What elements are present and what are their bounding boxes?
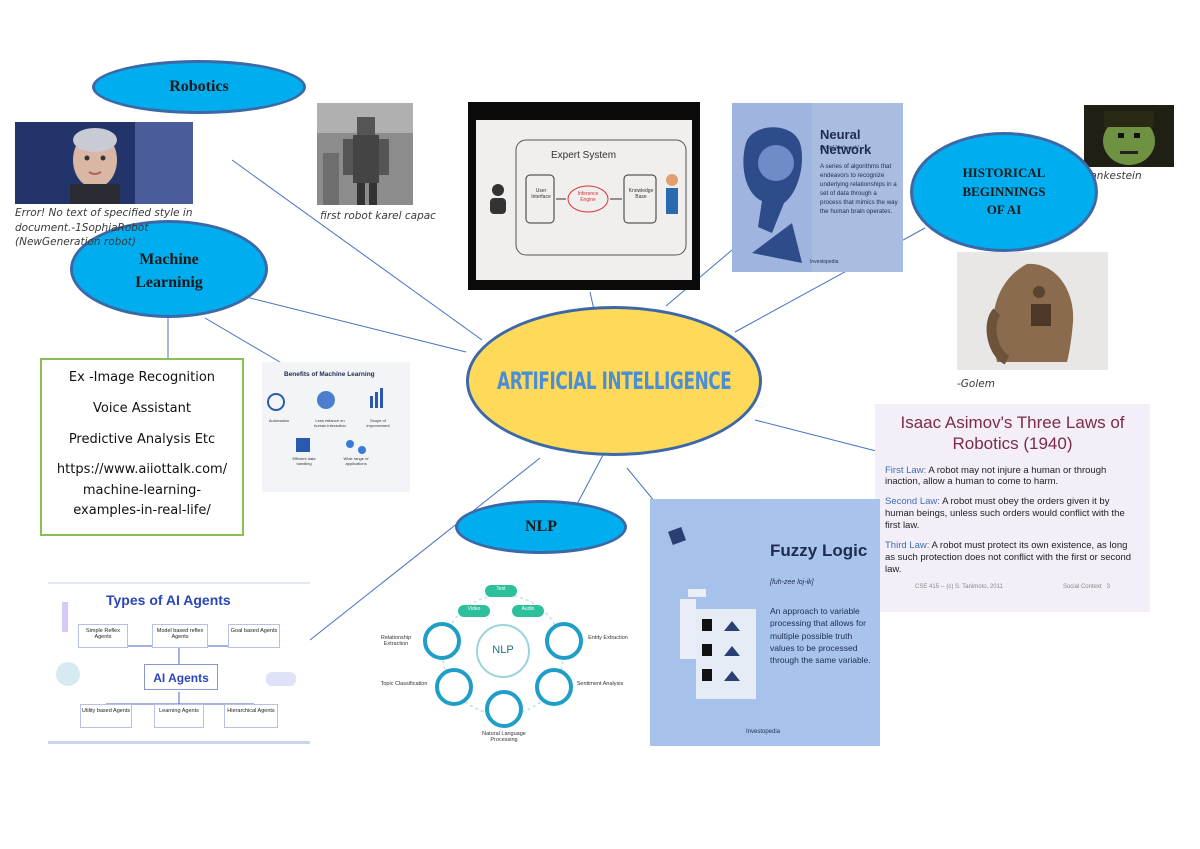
sophia-robot-photo <box>15 122 193 204</box>
ai-agent-type: Learning Agents <box>154 704 204 728</box>
fuzzy-logic-title: Fuzzy Logic <box>770 541 868 560</box>
ai-agent-type: Hierarchical Agents <box>224 704 278 728</box>
ml-example-item: Voice Assistant <box>93 400 191 416</box>
expert-system-image: Expert System User Interface Inference E… <box>468 102 700 290</box>
artificial-intelligence-label: ARTIFICIAL INTELLIGENCE <box>496 367 732 395</box>
fuzzy-logic-pos: [fuh-zee loj-ik] <box>770 579 814 586</box>
historical-beginnings-node: HISTORICAL BEGINNINGS OF AI <box>910 132 1098 252</box>
first-robot-photo <box>317 103 413 205</box>
ml-benefit-item: Automation <box>268 418 290 423</box>
ml-example-item: Ex -Image Recognition <box>68 370 216 385</box>
ml-benefit-item: Scope of improvement <box>366 418 390 428</box>
nlp-item: Relationship Extraction <box>380 635 412 647</box>
connector-asimov <box>754 419 881 453</box>
ai-agent-type: Simple Reflex Agents <box>78 624 128 648</box>
expert-system-title: Expert System <box>551 150 616 161</box>
neural-network-brand: Investopedia <box>810 259 839 265</box>
ai-agents-image: Types of AI Agents Simple Reflex Agents … <box>48 582 310 744</box>
ai-agent-type: Model based reflex Agents <box>152 624 208 648</box>
sophia-caption: Error! No text of specified style in doc… <box>15 207 193 249</box>
machine-learning-node: Machine Learninig <box>70 220 268 318</box>
nlp-top-item: Audio <box>521 606 535 612</box>
fuzzy-logic-definition: An approach to variable processing that … <box>770 606 871 666</box>
nlp-top-item: Text <box>496 586 506 592</box>
ai-agents-center: AI Agents <box>144 664 218 690</box>
neural-network-title: Neural Network <box>820 127 872 157</box>
ml-benefit-item: Efficient data handling <box>292 456 316 466</box>
nlp-item: Natural Language Processing <box>482 731 526 743</box>
connector-nlp <box>574 454 604 509</box>
ml-benefits-image: Benefits of Machine Learning Automation … <box>262 362 410 492</box>
ai-agents-title: Types of AI Agents <box>106 592 231 608</box>
nlp-top-item: Video <box>467 606 481 612</box>
asimov-law-third: Third Law: A robot must protect its own … <box>885 539 1132 575</box>
asimov-law-first: First Law: A robot may not injure a huma… <box>885 464 1107 488</box>
asimov-title: Isaac Asimov's Three Laws of Robotics (1… <box>900 413 1125 454</box>
first-robot-caption: first robot karel capac <box>320 210 436 222</box>
inference-engine-label: Inference Engine <box>577 191 599 203</box>
historical-beginnings-label: HISTORICAL BEGINNINGS OF AI <box>962 164 1046 218</box>
nlp-item: Topic Classification <box>380 681 428 687</box>
connector-ml <box>241 295 467 353</box>
asimov-law-second: Second Law: A robot must obey the orders… <box>885 496 1125 531</box>
ml-example-item: Predictive Analysis Etc <box>68 431 216 447</box>
robotics-node: Robotics <box>92 60 306 114</box>
ml-benefits-title: Benefits of Machine Learning <box>284 371 375 378</box>
ml-examples-link[interactable]: https://www.aiiottalk.com/ machine-learn… <box>56 462 228 518</box>
user-interface-label: User Interface <box>531 188 551 200</box>
nlp-center-label: NLP <box>492 644 514 656</box>
nlp-item: Sentiment Analysis <box>576 681 624 687</box>
neural-network-pos: [noun] [nehr-awk] <box>820 145 859 151</box>
ai-agent-type: Utility based Agents <box>80 704 132 728</box>
nlp-label: NLP <box>525 518 557 535</box>
nlp-node: NLP <box>455 500 627 554</box>
asimov-laws-slide: Isaac Asimov's Three Laws of Robotics (1… <box>875 404 1150 612</box>
frankestein-photo <box>1084 105 1174 167</box>
neural-network-image: Neural Network [noun] [nehr-awk] A serie… <box>732 103 903 272</box>
nlp-item: Entity Extraction <box>588 635 628 641</box>
ml-benefit-item: Wide range of applications <box>343 456 369 466</box>
knowledge-base-label: Knowledge Base <box>628 188 654 200</box>
nlp-diagram-image: Text Video Audio NLP Relationship Extrac… <box>370 585 632 755</box>
ai-agent-type: Goal based Agents <box>228 624 280 648</box>
artificial-intelligence-node: ARTIFICIAL INTELLIGENCE <box>466 306 762 456</box>
fuzzy-logic-brand: Investopedia <box>746 729 781 735</box>
neural-network-definition: A series of algorithms that endeavors to… <box>820 163 898 215</box>
robotics-label: Robotics <box>169 78 229 95</box>
asimov-footer: CSE 415 -- (c) S. Tanimoto, 2011 Social … <box>915 583 1110 590</box>
machine-learning-label: Machine Learninig <box>135 250 203 291</box>
ml-examples-box: Ex -Image Recognition Voice Assistant Pr… <box>40 358 244 536</box>
golem-photo <box>957 252 1108 370</box>
ml-benefit-item: Less reliance on human interaction <box>314 418 346 428</box>
fuzzy-logic-image: Fuzzy Logic [fuh-zee loj-ik] An approach… <box>650 499 880 746</box>
golem-caption: -Golem <box>957 378 995 390</box>
